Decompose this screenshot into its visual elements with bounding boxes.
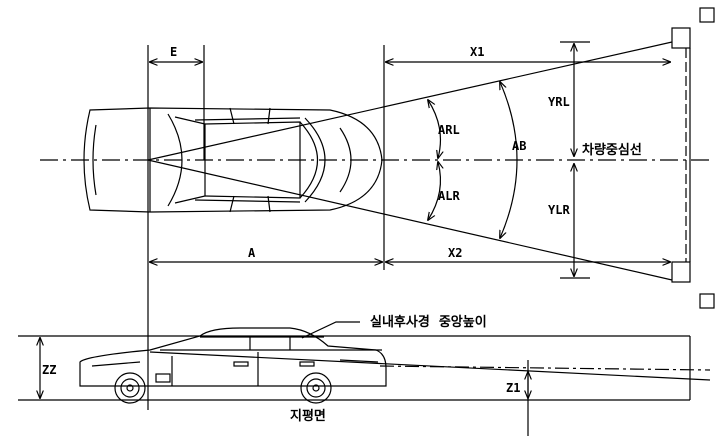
label-ylr: YLR [548,203,570,217]
rear-target-plane [671,7,715,309]
top-view-labels: E X1 A X2 ARL ALR AB YRL YLR 차량중심선 [170,45,642,260]
mirror-leader [301,321,360,339]
side-view [18,321,711,436]
rear-wheel [300,372,332,404]
side-sight-line-1 [149,351,711,381]
car-side-view [79,327,387,404]
label-ground: 지평면 [290,408,326,424]
label-e: E [170,45,177,59]
label-arl: ARL [438,123,460,137]
label-a: A [248,246,256,260]
car-top-view [83,107,383,213]
arl-arc [428,100,440,158]
label-x2: X2 [448,246,462,260]
label-mirror-height: 실내후사경 중앙높이 [370,314,487,330]
label-ab: AB [512,139,526,153]
label-x1: X1 [470,45,484,59]
ab-arc [500,82,518,238]
alr-arc [428,162,440,220]
front-wheel [114,372,146,404]
label-z1: Z1 [506,381,520,395]
label-centerline: 차량중심선 [582,142,642,158]
top-view [40,7,715,410]
label-zz: ZZ [42,363,56,377]
side-sight-line-2 [379,365,711,371]
label-alr: ALR [438,189,460,203]
side-view-labels: 실내후사경 중앙높이 ZZ Z1 지평면 [42,314,520,424]
label-yrl: YRL [548,95,570,109]
